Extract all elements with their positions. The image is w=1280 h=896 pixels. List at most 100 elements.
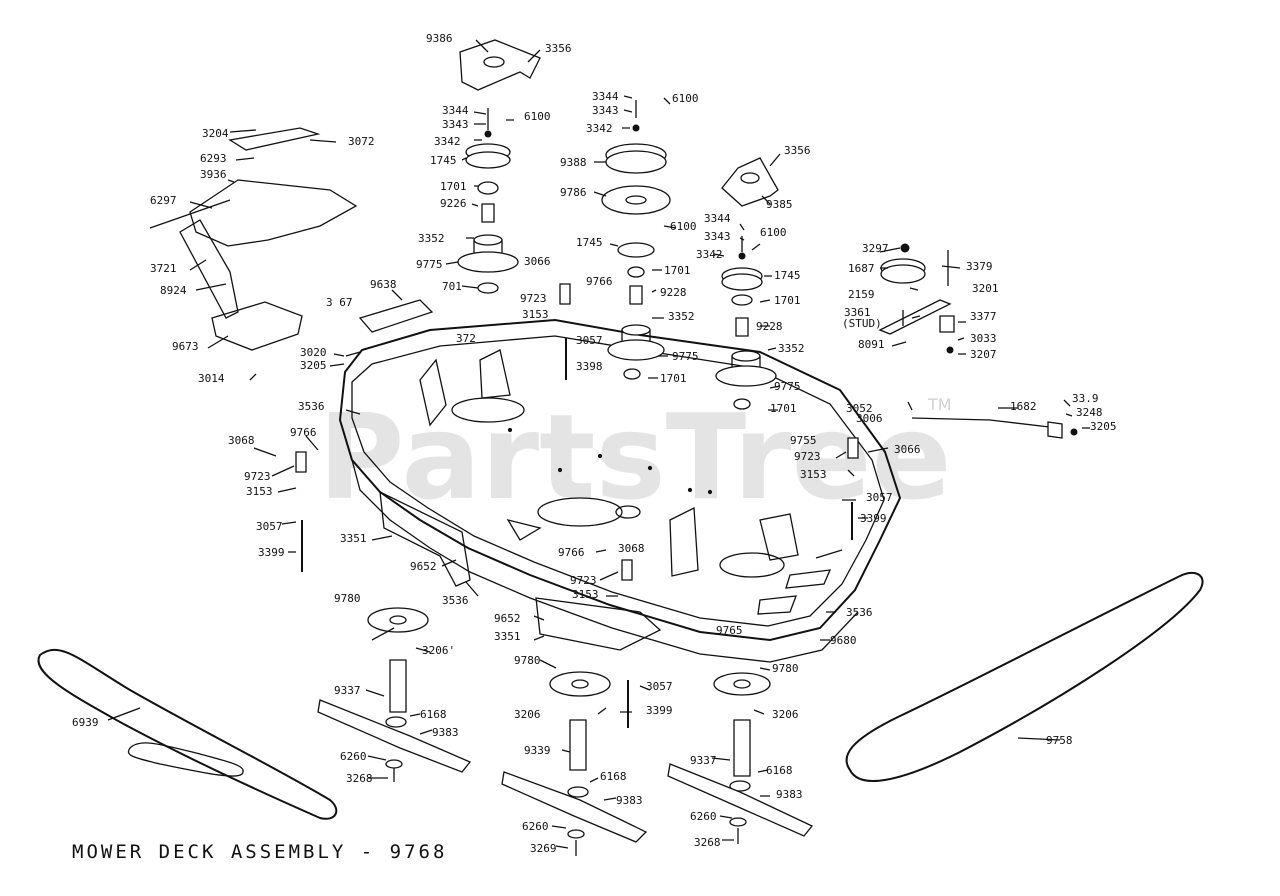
part-label: 6293 — [200, 152, 227, 165]
part-label: 3361 — [844, 306, 871, 319]
part-label: 3399 — [860, 512, 887, 525]
part-label: 3399 — [258, 546, 285, 559]
part-label: 3 67 — [326, 296, 353, 309]
part-label: 3068 — [228, 434, 255, 447]
belt-shield-left — [459, 39, 541, 91]
part-label: 9652 — [494, 612, 521, 625]
part-label: 9652 — [410, 560, 437, 573]
part-label: 6260 — [340, 750, 367, 763]
blade-assembly-left — [317, 607, 472, 782]
part-label: 3268 — [346, 772, 373, 785]
part-label: 1701 — [660, 372, 687, 385]
part-label: (STUD) — [842, 317, 882, 330]
part-label: 3536 — [846, 606, 873, 619]
part-label: 9780 — [772, 662, 799, 675]
part-label: 3205 — [300, 359, 327, 372]
part-label: 6168 — [766, 764, 793, 777]
part-label: 1745 — [774, 269, 801, 282]
part-label: 3066 — [524, 255, 551, 268]
gauge-wheel-brackets — [295, 283, 859, 728]
part-label: 1687 — [848, 262, 875, 275]
part-label: 3343 — [704, 230, 731, 243]
deck-baffles — [379, 490, 662, 651]
part-label: 3057 — [576, 334, 603, 347]
part-label: 3379 — [966, 260, 993, 273]
part-label: 9226 — [440, 197, 467, 210]
center-spindle-stack — [601, 100, 671, 380]
part-label: 1745 — [576, 236, 603, 249]
belt-right — [845, 571, 1204, 782]
part-label: 6297 — [150, 194, 177, 207]
part-label: 372 — [456, 332, 476, 345]
idler-pulley-assembly — [878, 243, 955, 354]
part-label: 8091 — [858, 338, 885, 351]
part-label: 6939 — [72, 716, 99, 729]
part-label: 6100 — [524, 110, 551, 123]
part-label: 3536 — [298, 400, 325, 413]
part-label: 3066 — [894, 443, 921, 456]
part-label: 3343 — [592, 104, 619, 117]
part-label: 1701 — [440, 180, 467, 193]
part-label: 3342 — [586, 122, 613, 135]
part-label: 3201 — [972, 282, 999, 295]
part-label: 3351 — [494, 630, 521, 643]
part-label: 3377 — [970, 310, 997, 323]
belt-left — [37, 649, 338, 820]
part-label: 9775 — [672, 350, 699, 363]
part-labels: 9386 3356 3344 3343 6100 3342 1745 1701 … — [72, 32, 1117, 855]
part-label: 3268 — [694, 836, 721, 849]
part-label: 3153 — [522, 308, 549, 321]
part-label: 9383 — [432, 726, 459, 739]
blade-assembly-right — [667, 672, 814, 844]
part-label: 9383 — [616, 794, 643, 807]
part-label: 6168 — [420, 708, 447, 721]
part-label: 9766 — [558, 546, 585, 559]
belt-shield-right — [721, 157, 779, 207]
part-label: 3536 — [442, 594, 469, 607]
part-label: 3052 — [846, 402, 873, 415]
mower-deck-housing — [338, 318, 902, 663]
part-label: 8924 — [160, 284, 187, 297]
diagram-title: MOWER DECK ASSEMBLY - 9768 — [72, 841, 447, 863]
part-label: 9723 — [520, 292, 547, 305]
part-label: 9775 — [416, 258, 443, 271]
part-label: 9723 — [570, 574, 597, 587]
part-label: 3269 — [530, 842, 557, 855]
part-label: 3206 — [514, 708, 541, 721]
part-label: 9755 — [790, 434, 817, 447]
part-label: 9780 — [334, 592, 361, 605]
part-label: 3398 — [576, 360, 603, 373]
part-label: 9758 — [1046, 734, 1073, 747]
part-label: 9385 — [766, 198, 793, 211]
part-label: 3344 — [592, 90, 619, 103]
part-label: 6260 — [522, 820, 549, 833]
part-label: 9766 — [586, 275, 613, 288]
part-label: 1701 — [770, 402, 797, 415]
part-label: 3057 — [866, 491, 893, 504]
part-label: 3068 — [618, 542, 645, 555]
part-label: 9638 — [370, 278, 397, 291]
part-label: 3344 — [442, 104, 469, 117]
part-label: 6100 — [672, 92, 699, 105]
blade-assembly-center — [501, 671, 648, 856]
lift-rod — [911, 417, 1078, 439]
part-label: 3352 — [418, 232, 445, 245]
part-label: 3356 — [784, 144, 811, 157]
part-label: 9780 — [514, 654, 541, 667]
left-spindle-stack — [457, 108, 519, 294]
part-label: 3072 — [348, 135, 375, 148]
part-label: 9339 — [524, 744, 551, 757]
part-label: 1701 — [774, 294, 801, 307]
part-label: 3057 — [256, 520, 283, 533]
part-label: 3248 — [1076, 406, 1103, 419]
part-label: 9383 — [776, 788, 803, 801]
part-label: 3207 — [970, 348, 997, 361]
part-label: 3206 — [772, 708, 799, 721]
part-label: 9723 — [794, 450, 821, 463]
leader-lines — [107, 39, 1090, 849]
part-label: 9765 — [716, 624, 743, 637]
part-label: 3206' — [422, 644, 455, 657]
part-label: 2159 — [848, 288, 875, 301]
right-spindle-stack — [715, 236, 777, 410]
